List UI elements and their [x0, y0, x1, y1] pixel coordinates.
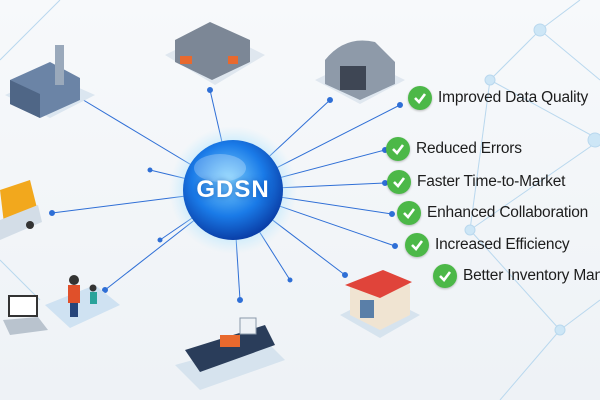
gdsn-hub [169, 126, 297, 254]
shopper-with-laptop-icon [3, 275, 120, 335]
check-icon [386, 137, 410, 161]
check-icon [397, 201, 421, 225]
truck-icon [0, 180, 42, 240]
retail-store-icon [340, 270, 420, 338]
factory-icon [5, 45, 95, 118]
distribution-center-icon [315, 40, 405, 104]
benefit-label: Better Inventory Manag [463, 267, 600, 284]
benefit-label: Reduced Errors [416, 140, 522, 157]
benefit-label: Faster Time-to-Market [417, 173, 566, 190]
benefit-reduced-errors: Reduced Errors [386, 137, 522, 161]
benefit-faster-time-to-market: Faster Time-to-Market [387, 170, 565, 194]
cargo-ship-icon [175, 317, 285, 390]
benefit-label: Increased Efficiency [435, 236, 570, 253]
benefit-increased-efficiency: Increased Efficiency [405, 233, 570, 257]
check-icon [433, 264, 457, 288]
warehouse-icon [165, 22, 265, 85]
benefit-label: Enhanced Collaboration [427, 204, 589, 221]
check-icon [387, 170, 411, 194]
benefit-label: Improved Data Quality [438, 89, 589, 106]
benefit-better-inventory-management: Better Inventory Manag [433, 264, 600, 288]
benefit-improved-data-quality: Improved Data Quality [408, 86, 588, 110]
check-icon [408, 86, 432, 110]
gdsn-hub-label: GDSN [196, 176, 270, 203]
benefit-enhanced-collaboration: Enhanced Collaboration [397, 201, 588, 225]
check-icon [405, 233, 429, 257]
